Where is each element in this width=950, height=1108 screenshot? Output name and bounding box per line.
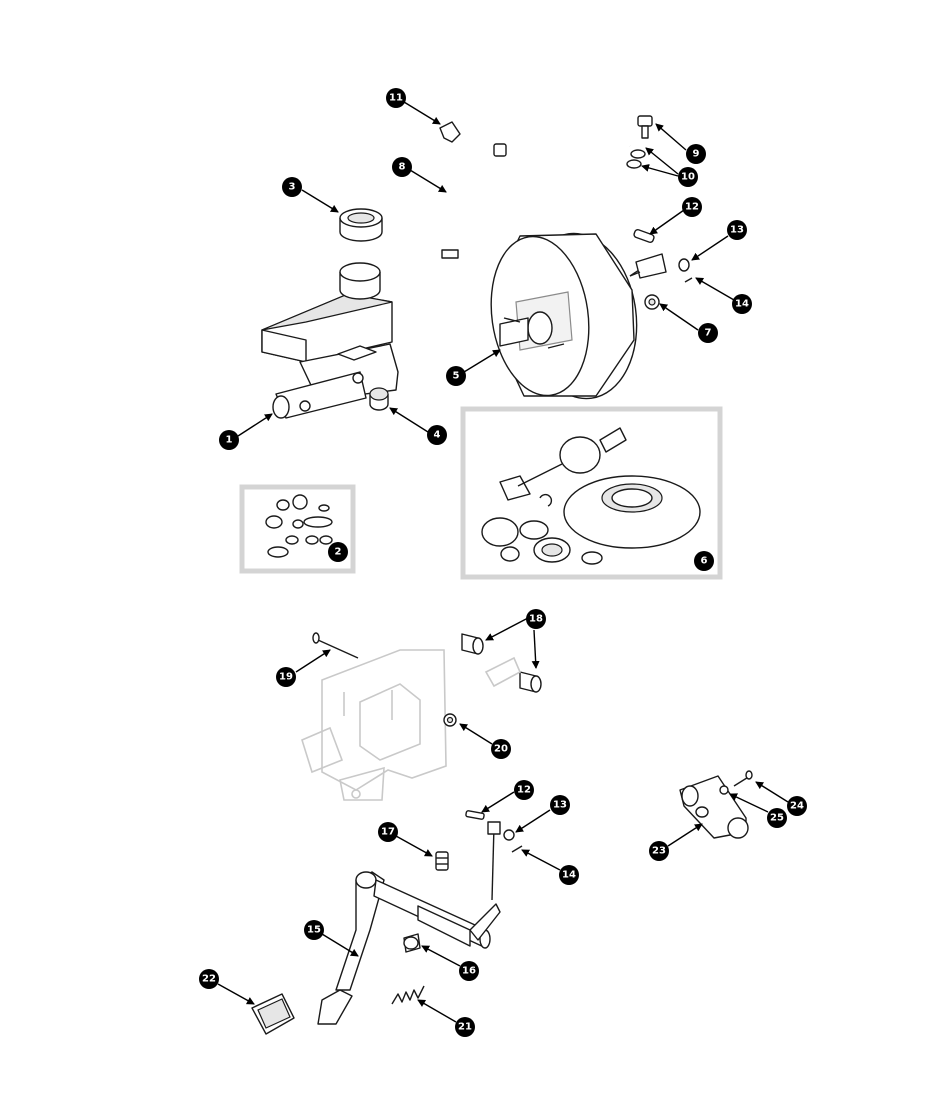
callout-label: 16 — [462, 966, 476, 977]
hose-clip — [439, 121, 461, 143]
callout-15: 15 — [304, 920, 324, 940]
inset-servo-overhaul-kit — [460, 406, 723, 580]
callout-label: 20 — [494, 744, 508, 755]
washer-lower — [503, 829, 515, 841]
pedal-shaft-bush — [403, 933, 421, 953]
washer-upper — [678, 258, 690, 272]
callout-label: 13 — [730, 225, 744, 236]
sealing-washers — [626, 149, 646, 169]
callout-label: 11 — [389, 93, 403, 104]
callout-4: 4 — [427, 425, 447, 445]
leader-arrows — [217, 101, 789, 1023]
servo-kit-parts — [481, 427, 701, 565]
callout-8: 8 — [392, 157, 412, 177]
pressure-differential-valve — [679, 775, 749, 839]
callout-11: 11 — [386, 88, 406, 108]
callout-label: 9 — [693, 149, 700, 160]
pedal-pushrod — [487, 821, 501, 901]
pedal-box-ghost — [301, 649, 447, 801]
seal-kit-parts — [265, 494, 333, 558]
callout-label: 6 — [701, 556, 708, 567]
callout-24: 24 — [787, 796, 807, 816]
callout-12-upper: 12 — [682, 197, 702, 217]
callout-20: 20 — [491, 739, 511, 759]
callout-label: 23 — [652, 846, 666, 857]
callout-label: 22 — [202, 974, 216, 985]
callout-7: 7 — [698, 323, 718, 343]
callout-1: 1 — [219, 430, 239, 450]
master-cylinder — [261, 293, 399, 419]
callout-22: 22 — [199, 969, 219, 989]
split-pin-lower — [511, 845, 523, 853]
callout-5: 5 — [446, 366, 466, 386]
pedal-pad-rubber — [251, 993, 295, 1035]
callout-12-lower: 12 — [514, 780, 534, 800]
banjo-bolt — [637, 115, 653, 139]
reservoir-cap — [339, 208, 383, 242]
callout-label: 7 — [705, 328, 712, 339]
callout-14-upper: 14 — [732, 294, 752, 314]
callout-label: 15 — [307, 925, 321, 936]
callout-label: 17 — [381, 827, 395, 838]
callouts: 1 2 3 4 5 6 7 8 9 10 11 12 13 14 12 — [199, 88, 807, 1037]
callout-3: 3 — [282, 177, 302, 197]
servo-nut — [644, 294, 660, 310]
callout-9: 9 — [686, 144, 706, 164]
brake-pedal — [317, 871, 501, 1025]
callout-18: 18 — [526, 609, 546, 629]
callout-label: 12 — [517, 785, 531, 796]
callout-23: 23 — [649, 841, 669, 861]
pedal-bushes — [461, 633, 542, 693]
valve-washer — [719, 785, 729, 795]
clevis-pin-lower — [465, 810, 485, 820]
callout-2: 2 — [328, 542, 348, 562]
callout-label: 1 — [226, 435, 233, 446]
callout-label: 24 — [790, 801, 804, 812]
spacer-bush — [443, 713, 457, 727]
callout-21: 21 — [455, 1017, 475, 1037]
callout-label: 18 — [529, 614, 543, 625]
inset-master-cylinder-seal-kit — [239, 484, 356, 574]
reservoir-filler-neck — [339, 262, 381, 300]
callout-label: 3 — [289, 182, 296, 193]
callout-label: 8 — [399, 162, 406, 173]
clevis-pin-upper — [633, 228, 655, 244]
callout-label: 14 — [562, 870, 576, 881]
callout-label: 2 — [335, 547, 342, 558]
callout-label: 5 — [453, 371, 460, 382]
callout-label: 12 — [685, 202, 699, 213]
brake-servo — [490, 232, 649, 400]
callout-label: 25 — [770, 813, 784, 824]
callout-6: 6 — [694, 551, 714, 571]
callout-label: 19 — [279, 672, 293, 683]
split-pin-upper — [684, 277, 693, 283]
callout-label: 13 — [553, 800, 567, 811]
vacuum-hose — [441, 138, 631, 259]
return-spring — [391, 985, 425, 1005]
callout-label: 21 — [458, 1022, 472, 1033]
callout-13-lower: 13 — [550, 795, 570, 815]
pivot-bolt — [312, 632, 359, 659]
servo-pushrod-clevis — [629, 253, 667, 279]
callout-19: 19 — [276, 667, 296, 687]
callout-14-lower: 14 — [559, 865, 579, 885]
callout-10: 10 — [678, 167, 698, 187]
valve-bolt — [733, 770, 753, 787]
callout-label: 4 — [434, 430, 441, 441]
callout-25: 25 — [767, 808, 787, 828]
stop-light-switch — [435, 851, 449, 871]
callout-label: 10 — [681, 172, 695, 183]
reservoir-grommet — [369, 387, 389, 411]
callout-16: 16 — [459, 961, 479, 981]
callout-label: 14 — [735, 299, 749, 310]
callout-17: 17 — [378, 822, 398, 842]
callout-13-upper: 13 — [727, 220, 747, 240]
